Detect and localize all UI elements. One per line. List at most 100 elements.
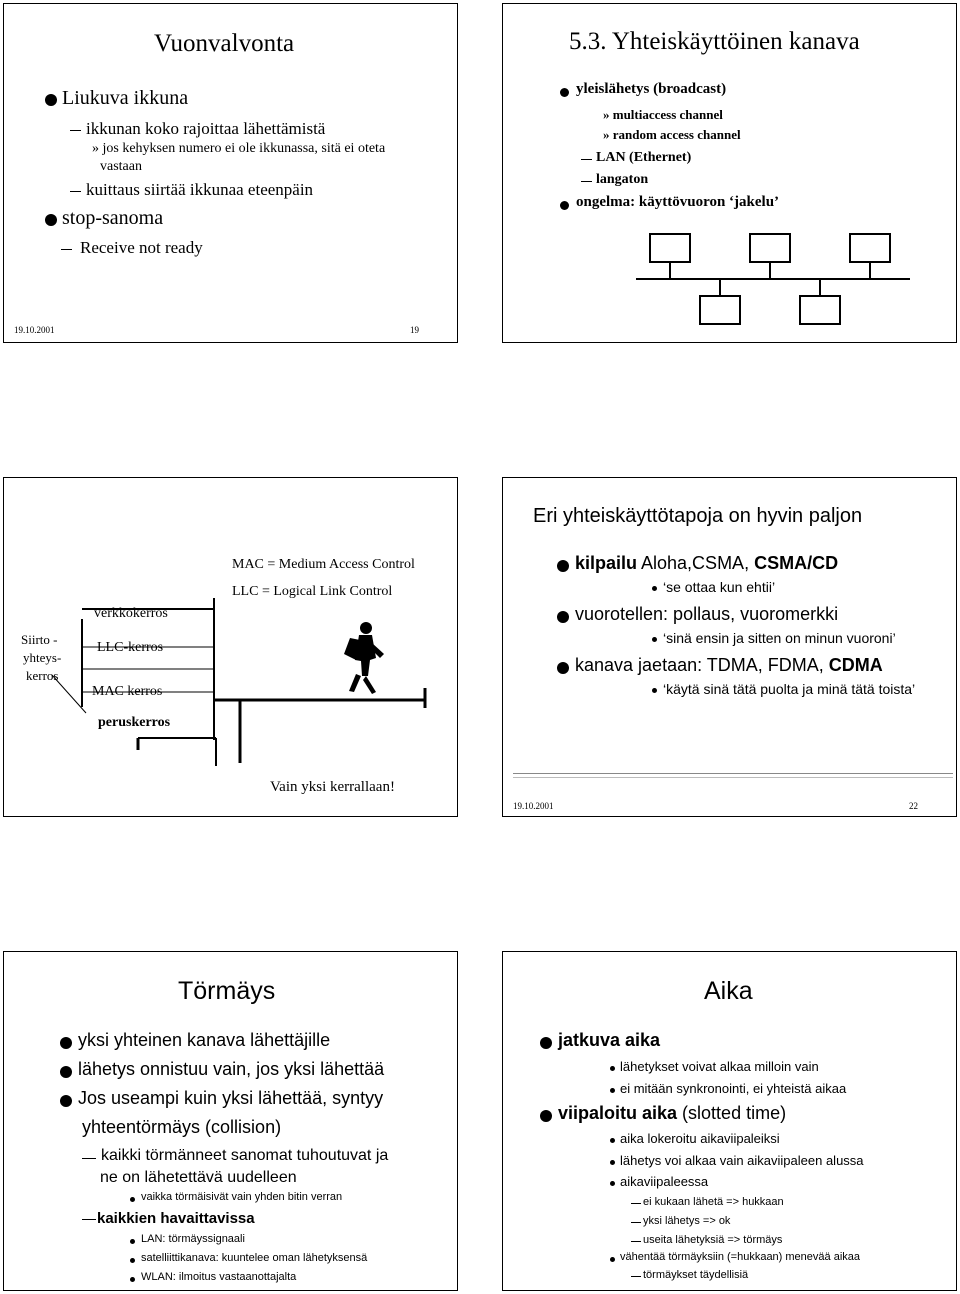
slide-title: Eri yhteiskäyttötapoja on hyvin paljon [533,505,863,527]
subsub-text: » jos kehyksen numero ei ole ikkunassa, … [92,141,386,156]
dash-icon [631,1203,641,1204]
divider-line [513,777,953,778]
bullet-icon [540,1037,552,1049]
burglar-icon [344,622,384,694]
layer-label: verkkokerros [94,606,168,621]
bullet-icon [130,1197,135,1202]
bullet-icon [45,214,57,226]
subsub-text: yksi lähetys => ok [643,1215,731,1227]
slide-title: Aika [704,977,753,1005]
subsub-text: törmäykset täydellisiä [643,1269,749,1281]
dash-icon [631,1222,641,1223]
side-label: kerros [26,668,59,683]
caption: Vain yksi kerrallaan! [270,779,395,795]
bullet-icon [557,560,569,572]
dash-icon [631,1241,641,1242]
bullet-icon [130,1258,135,1263]
layer-label: LLC-kerros [97,640,164,655]
bullet-text: kilpailu Aloha,CSMA, CSMA/CD [575,553,839,573]
bullet-icon [130,1239,135,1244]
footer-page: 19 [410,325,419,335]
bullet-icon [60,1095,72,1107]
bullet-icon [610,1138,615,1143]
bullet-icon [610,1088,615,1093]
bullet-text: yhteentörmäys (collision) [82,1117,282,1137]
bullet-text: lähetys onnistuu vain, jos yksi lähettää [78,1059,385,1079]
divider-line [513,773,953,774]
bullet-text: yksi yhteinen kanava lähettäjille [78,1030,331,1050]
layer-diagram [51,598,427,766]
bullet-icon [45,94,57,106]
slide-vuonvalvonta: Vuonvalvonta Liukuva ikkuna ikkunan koko… [3,3,458,343]
sub-text: aika lokeroitu aikaviipaleiksi [620,1131,780,1146]
bullet-text: jatkuva aika [558,1030,661,1050]
layer-label: peruskerros [98,715,171,730]
bullet-text: kanava jaetaan: TDMA, FDMA, CDMA [575,655,883,675]
side-label: Siirto - [21,632,58,647]
slide-tormays: Törmäys yksi yhteinen kanava lähettäjill… [3,951,458,1291]
layer-label: MAC kerros [92,684,163,699]
mac-definition: MAC = Medium Access Control [232,557,415,572]
dash-icon [82,1158,96,1159]
slide-mac-llc: MAC = Medium Access Control LLC = Logica… [3,477,458,817]
bullet-icon [610,1066,615,1071]
bullet-text: vuorotellen: pollaus, vuoromerkki [575,604,839,624]
dash-icon [581,159,592,160]
bullet-text: yleislähetys (broadcast) [576,81,727,97]
sub-text: aikaviipaleessa [620,1174,709,1189]
bullet-icon [560,201,569,210]
sub-text: ei mitään synkronointi, ei yhteistä aika… [620,1081,847,1096]
bullet-icon [610,1181,615,1186]
bullet-text: ongelma: käyttövuoron ‘jakelu’ [576,194,780,210]
sub-text: lähetys voi alkaa vain aikaviipaleen alu… [620,1153,864,1168]
dash-icon [631,1276,641,1277]
slide-yhteiskayttoinen-kanava: 5.3. Yhteiskäyttöinen kanava yleislähety… [502,3,957,343]
subsub-text: WLAN: ilmoitus vastaanottajalta [141,1271,297,1283]
sub-text: ne on lähetettävä uudelleen [100,1169,297,1186]
sub-text: ‘se ottaa kun ehtii’ [663,579,776,595]
dash-icon [70,130,81,131]
slide-title: 5.3. Yhteiskäyttöinen kanava [569,28,860,55]
bullet-icon [130,1277,135,1282]
bullet-icon [652,688,657,693]
subsub-text: » multiaccess channel [603,107,723,122]
subsub-text: » random access channel [603,127,741,142]
subsub-text: vaikka törmäisivät vain yhden bitin verr… [141,1191,343,1203]
sub-text: ‘sinä ensin ja sitten on minun vuoroni’ [663,630,896,646]
network-bus-diagram [636,233,910,325]
dash-icon [61,249,72,250]
bullet-icon [610,1257,615,1262]
sub-text: kaikki törmänneet sanomat tuhoutuvat ja [101,1147,389,1164]
slide-aika: Aika jatkuva aika lähetykset voivat alka… [502,951,957,1291]
llc-definition: LLC = Logical Link Control [232,584,393,599]
bullet-icon [652,637,657,642]
slide-yhteiskayttotapoja: Eri yhteiskäyttötapoja on hyvin paljon k… [502,477,957,817]
bullet-icon [60,1066,72,1078]
sub-text: ‘käytä sinä tätä puolta ja minä tätä toi… [663,681,916,697]
bullet-text: Liukuva ikkuna [62,87,189,109]
footer-page: 22 [909,801,918,811]
sub-text: vähentää törmäyksiin (=hukkaan) menevää … [620,1251,860,1263]
sub-text: ikkunan koko rajoittaa lähettämistä [86,119,326,138]
bullet-text: Jos useampi kuin yksi lähettää, syntyy [78,1088,384,1108]
bullet-icon [652,586,657,591]
dash-icon [70,191,81,192]
side-label: yhteys- [23,650,62,665]
bullet-icon [557,611,569,623]
slide-title: Vuonvalvonta [154,30,295,57]
subsub-text: LAN: törmäyssignaali [141,1233,245,1245]
subsub-text: satelliittikanava: kuuntelee oman lähety… [141,1252,368,1264]
subsub-text: vastaan [100,159,142,174]
bullet-icon [60,1037,72,1049]
sub-text: LAN (Ethernet) [596,150,692,165]
bullet-icon [557,662,569,674]
bullet-icon [560,88,569,97]
bullet-text: viipaloitu aika (slotted time) [558,1103,787,1123]
footer-date: 19.10.2001 [14,325,55,335]
sub-text: Receive not ready [80,238,203,257]
sub-text: lähetykset voivat alkaa milloin vain [620,1059,819,1074]
subsub-text: ei kukaan lähetä => hukkaan [643,1196,784,1208]
slide-title: Törmäys [178,977,276,1005]
sub-text: kuittaus siirtää ikkunaa eteenpäin [86,180,314,199]
bullet-icon [540,1110,552,1122]
